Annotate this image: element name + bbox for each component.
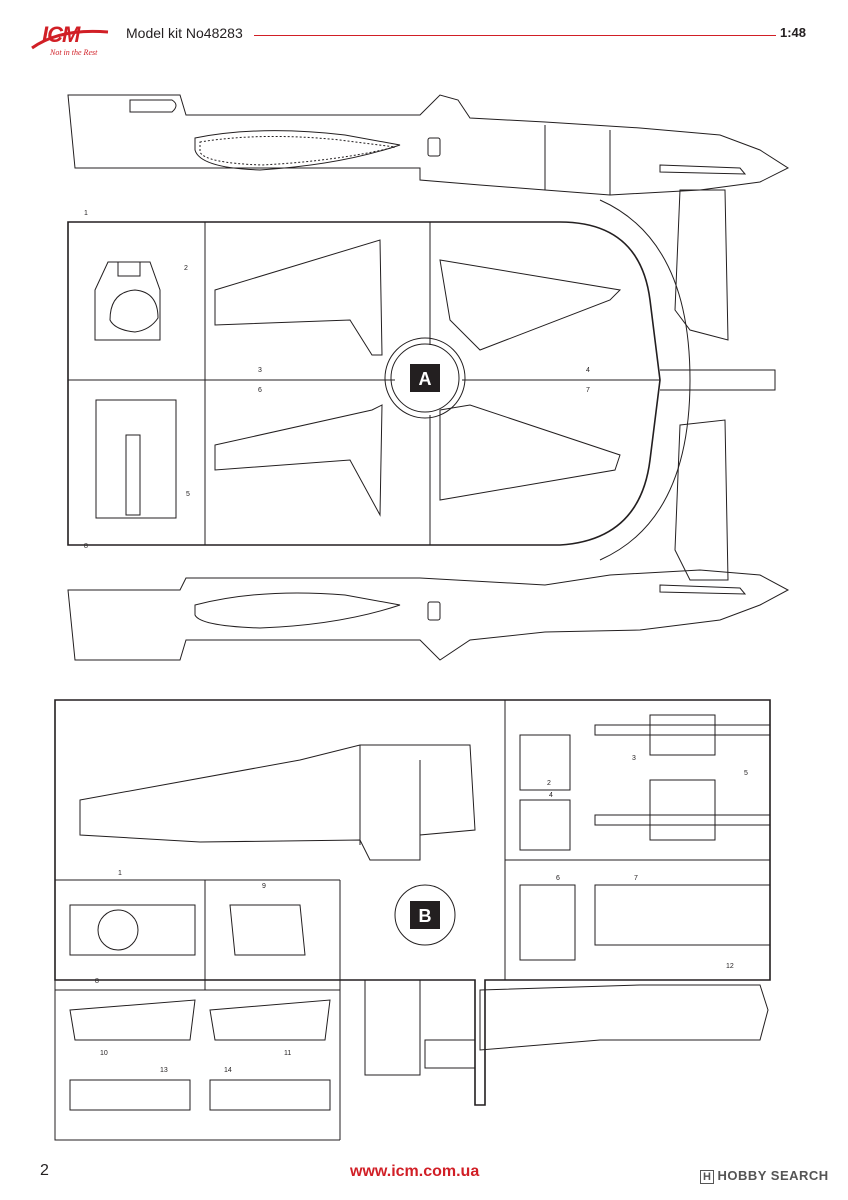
part-number: 2 [184, 265, 188, 272]
sprue-b-clear-plate [594, 884, 771, 946]
part-number: 1 [84, 210, 88, 217]
part-number: 5 [186, 491, 190, 498]
sprue-b-flap [69, 999, 196, 1041]
sprue-b-badge: B [410, 901, 440, 929]
header-divider [254, 35, 776, 36]
sprue-b-part [649, 714, 716, 756]
sprue-b-part [229, 904, 306, 956]
part-number: 4 [586, 367, 590, 374]
kit-title: Model kit No48283 [126, 25, 243, 41]
part-number: 11 [284, 1050, 291, 1057]
part-number: 5 [744, 770, 748, 777]
sprue-a: A 1 2 3 4 5 6 7 8 [67, 94, 790, 661]
sprue-b: B 1 2 3 4 5 6 7 8 9 10 11 12 13 14 [54, 699, 771, 1141]
sprue-a-cockpit-part [94, 261, 161, 341]
sprue-b-fuselage-left [79, 744, 476, 861]
website-link[interactable]: www.icm.com.ua [350, 1163, 480, 1180]
logo-text: ICM [42, 22, 80, 47]
part-number: 7 [586, 387, 590, 394]
sprue-a-frame [67, 199, 776, 561]
sprue-b-fuselage-right [479, 984, 769, 1051]
sprue-b-part [519, 799, 571, 851]
sprue-b-flap [209, 1079, 331, 1111]
part-number: 3 [258, 367, 262, 374]
part-number: 2 [547, 780, 551, 787]
part-number: 10 [100, 1050, 108, 1057]
sprue-b-label: B [419, 906, 432, 926]
part-number: 1 [118, 870, 122, 877]
scale-label: 1:48 [780, 25, 807, 40]
sprue-b-part-numbers: 1 2 3 4 5 6 7 8 9 10 11 12 13 14 [95, 755, 748, 1074]
watermark-text: HOBBY SEARCH [717, 1168, 829, 1183]
sprue-b-part [519, 734, 571, 791]
sprue-a-fin-parts [674, 189, 729, 581]
icm-logo: ICM Not in the Rest [30, 18, 110, 62]
watermark-logo-icon: H [700, 1170, 715, 1184]
part-number: 9 [262, 883, 266, 890]
part-number: 3 [632, 755, 636, 762]
sprue-b-part [364, 979, 421, 1076]
page-number: 2 [40, 1162, 49, 1179]
part-number: 12 [726, 963, 734, 970]
part-number: 6 [556, 875, 560, 882]
part-number: 4 [549, 792, 553, 799]
logo-tagline: Not in the Rest [50, 48, 98, 57]
sprue-b-part [69, 904, 196, 956]
sprue-a-badge: A [410, 364, 440, 392]
part-number: 6 [258, 387, 262, 394]
logo-swoosh-icon [31, 29, 109, 50]
sprue-b-outer-frame [54, 699, 771, 1106]
part-number: 8 [95, 978, 99, 985]
sprue-a-panel-part [95, 399, 177, 519]
part-number: 8 [84, 543, 88, 550]
sprue-a-fuselage-top [67, 94, 790, 196]
sprue-a-label: A [419, 369, 432, 389]
sprue-a-wing-parts [214, 239, 622, 517]
sprue-a-part-numbers: 1 2 3 4 5 6 7 8 [84, 210, 590, 550]
part-number: 13 [160, 1067, 168, 1074]
part-number: 7 [634, 875, 638, 882]
sprue-a-fuselage-bottom [67, 569, 790, 661]
sprue-b-part [519, 884, 576, 961]
sprue-b-flap [69, 1079, 191, 1111]
sprue-b-part [649, 779, 716, 841]
part-number: 14 [224, 1067, 232, 1074]
sprue-b-flap [209, 999, 331, 1041]
